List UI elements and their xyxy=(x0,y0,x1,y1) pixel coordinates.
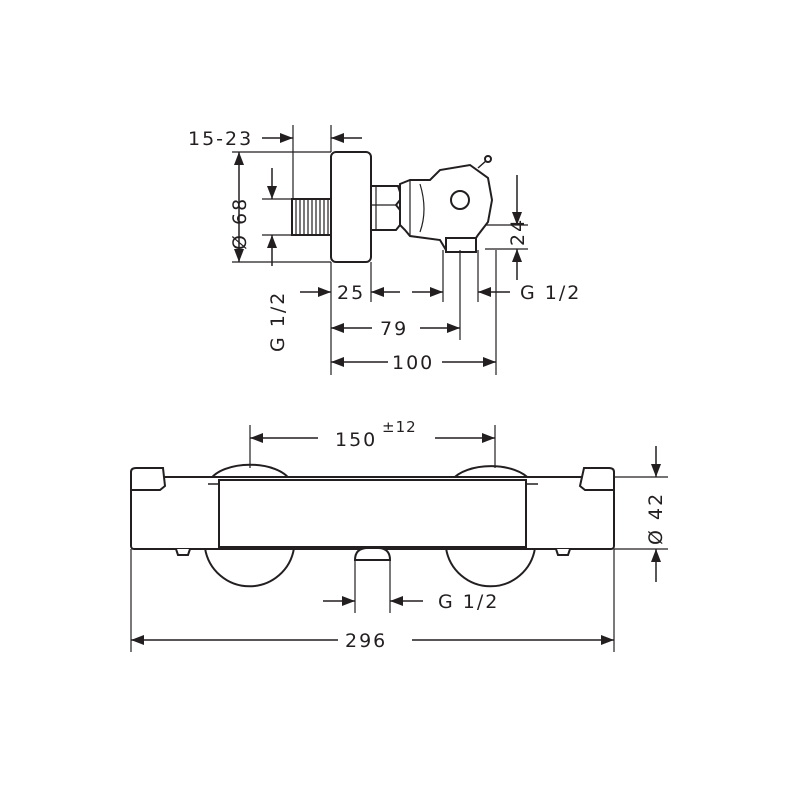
side-view: 15-23 Ø 68 G 1/2 25 xyxy=(188,125,581,375)
dim-150: 150 ±12 xyxy=(249,418,496,468)
dim-100: 100 xyxy=(331,352,496,374)
hex-nut xyxy=(370,185,401,231)
dim-15-23: 15-23 xyxy=(188,128,362,150)
right-end-cap xyxy=(578,467,615,491)
dim-diameter-42: Ø 42 xyxy=(614,446,668,582)
dim-diameter-68: Ø 68 xyxy=(229,152,251,262)
front-view: 150 ±12 Ø 42 G 1/2 xyxy=(130,418,668,652)
dim-outlet-g12-front: G 1/2 xyxy=(323,591,499,613)
handle-knob xyxy=(450,190,470,210)
dim-label-diameter-68: Ø 68 xyxy=(229,197,251,250)
dim-label-15-23: 15-23 xyxy=(188,128,253,150)
valve-body xyxy=(399,163,494,251)
center-bar xyxy=(218,479,527,548)
outlet-stub xyxy=(445,237,477,253)
dim-label-24: 24 xyxy=(507,218,529,246)
dim-label-diameter-42: Ø 42 xyxy=(645,492,667,545)
dim-24: 24 xyxy=(507,175,529,280)
dim-296: 296 xyxy=(130,549,615,652)
dim-label-100: 100 xyxy=(392,352,434,374)
dim-label-outlet-g12-front: G 1/2 xyxy=(438,591,499,613)
left-end-cap xyxy=(130,467,167,491)
dim-label-25: 25 xyxy=(337,282,365,304)
dim-label-inlet-g12: G 1/2 xyxy=(267,291,289,352)
dim-label-outlet-g12-side: G 1/2 xyxy=(520,282,581,304)
inlet-thread-lines xyxy=(295,199,329,235)
left-wall-disc xyxy=(204,547,295,588)
dim-79: 79 xyxy=(331,318,460,340)
right-wall-disc xyxy=(445,547,536,588)
wall-flange xyxy=(330,151,372,263)
dim-label-150-tolerance: ±12 xyxy=(382,418,417,436)
dim-label-79: 79 xyxy=(380,318,408,340)
dim-25: 25 xyxy=(300,282,443,304)
outlet-spout xyxy=(353,547,392,561)
dim-label-150: 150 xyxy=(335,429,377,451)
dim-outlet-g12-side: G 1/2 xyxy=(478,282,581,304)
dim-label-296: 296 xyxy=(345,630,387,652)
dim-inlet-g12: G 1/2 xyxy=(267,168,289,352)
